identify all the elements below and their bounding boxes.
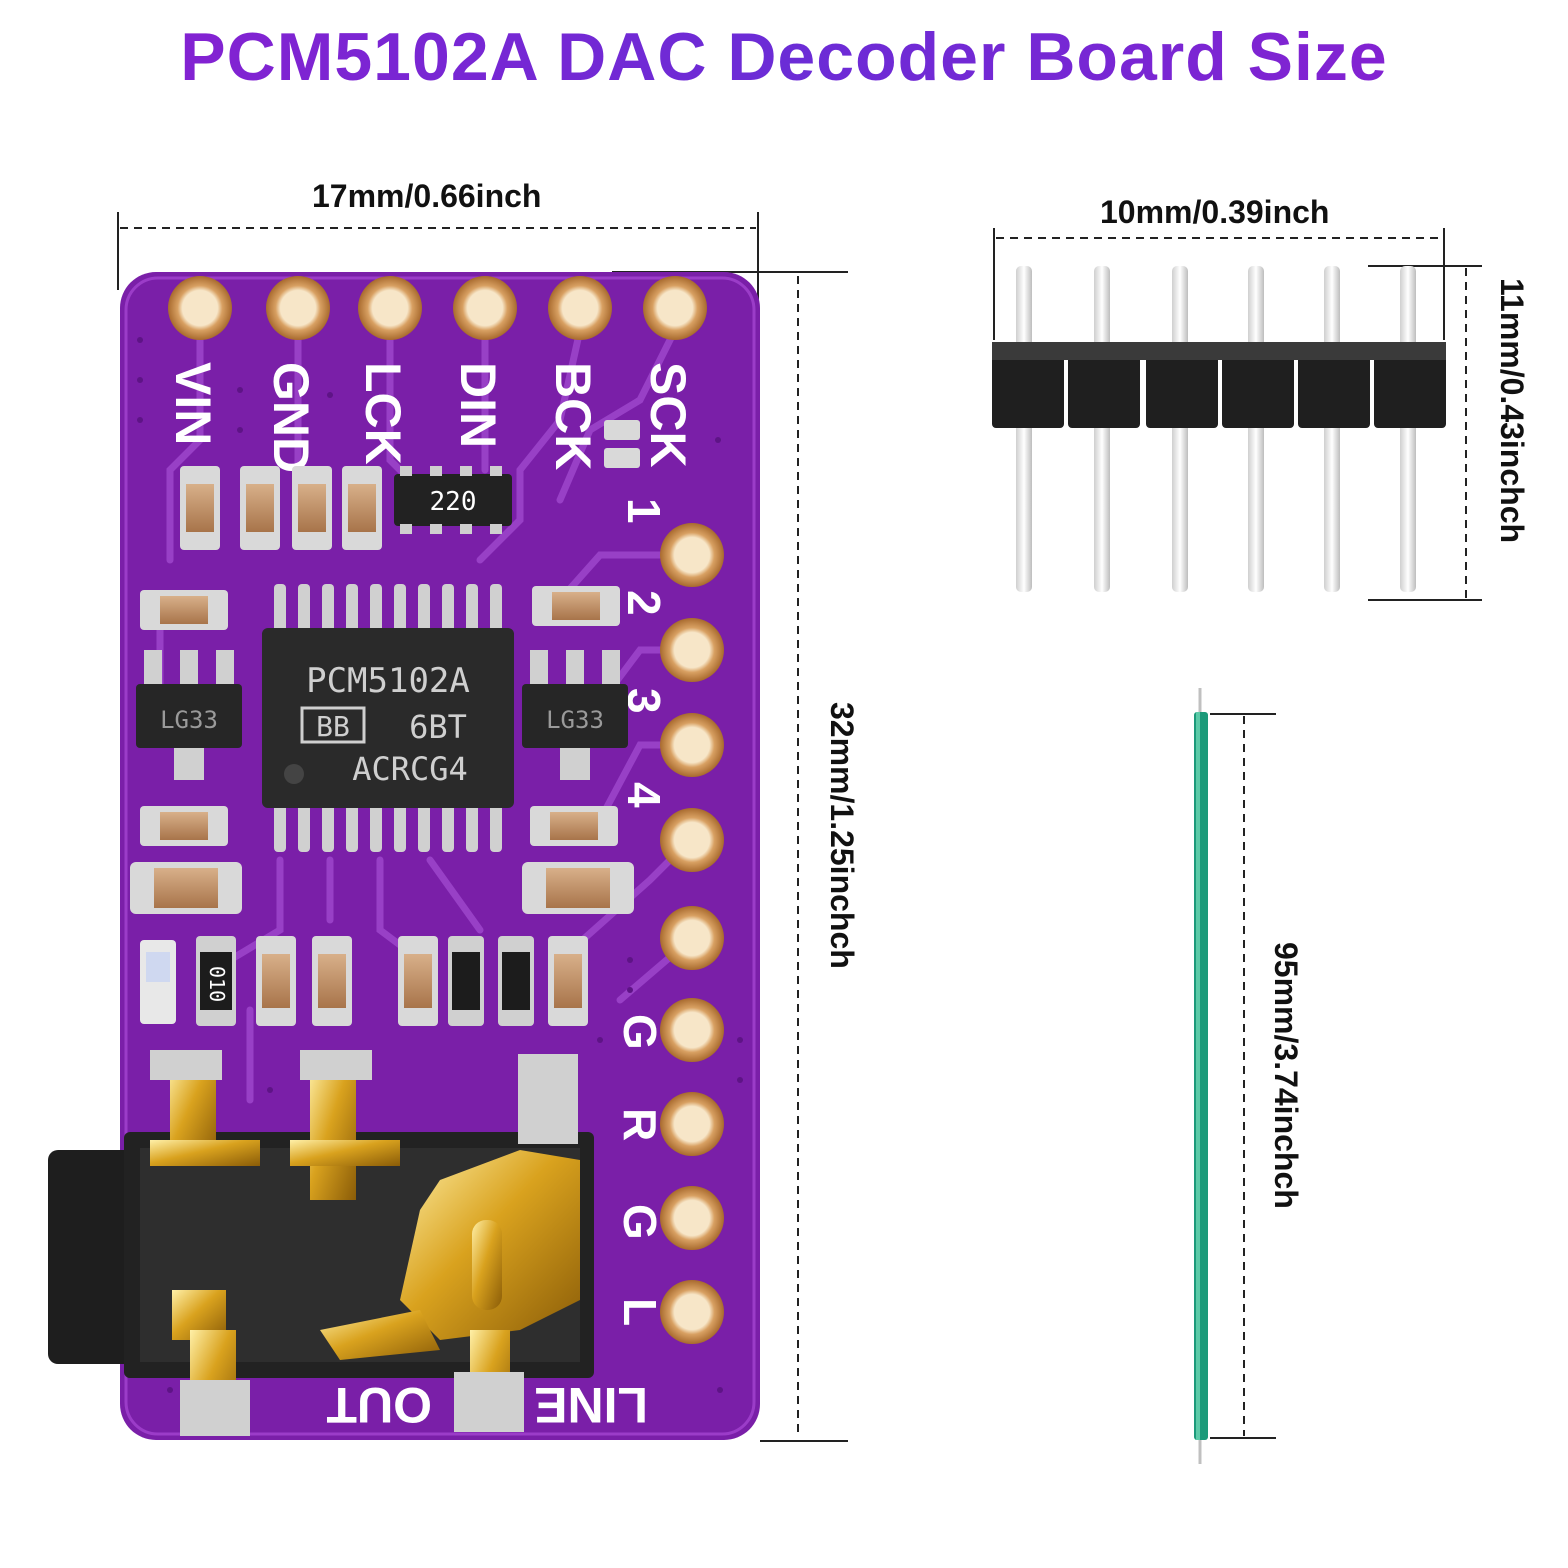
label-lck: LCK bbox=[355, 362, 411, 465]
svg-text:010: 010 bbox=[205, 966, 229, 1002]
header-pins bbox=[1016, 266, 1416, 592]
chip-pins-top bbox=[274, 584, 502, 632]
side-label-g2: G bbox=[614, 1204, 666, 1240]
chip-lot-code: 6BT bbox=[409, 708, 467, 746]
out-label: OUT bbox=[326, 1377, 432, 1433]
regulator-right: LG33 bbox=[522, 650, 628, 780]
side-label-g1: G bbox=[614, 1014, 666, 1050]
jumper-wire bbox=[1194, 688, 1208, 1464]
jack-labels: OUT LINE bbox=[326, 1377, 648, 1433]
resistor-array-code: 220 bbox=[430, 487, 477, 517]
chip-date-code: ACRCG4 bbox=[352, 750, 468, 788]
wire-dimension-lines bbox=[1210, 713, 1276, 1439]
side-capacitors bbox=[130, 586, 634, 914]
side-label-r: R bbox=[614, 1108, 666, 1141]
label-din: DIN bbox=[450, 362, 506, 448]
pad-lck bbox=[358, 276, 422, 340]
side-label-1: 1 bbox=[618, 498, 670, 524]
pad-sck bbox=[643, 276, 707, 340]
side-label-l: L bbox=[614, 1298, 666, 1326]
regulator-left: LG33 bbox=[136, 650, 242, 780]
header-dimension-lines bbox=[993, 228, 1482, 601]
pad-vin bbox=[168, 276, 232, 340]
line-label: LINE bbox=[534, 1377, 648, 1433]
label-gnd: GND bbox=[263, 362, 319, 473]
top-pin-pads bbox=[168, 276, 707, 340]
label-bck: BCK bbox=[545, 362, 601, 470]
pcm5102a-board: VIN GND LCK DIN BCK SCK 1 2 3 4 G R G bbox=[48, 272, 760, 1440]
side-pin-pads bbox=[660, 523, 724, 1344]
top-pin-labels: VIN GND LCK DIN BCK SCK bbox=[165, 362, 696, 473]
chip-logo: BB bbox=[316, 710, 350, 743]
chip-pins-bottom bbox=[274, 804, 502, 852]
side-label-2: 2 bbox=[618, 590, 670, 616]
header-plastic bbox=[992, 342, 1446, 428]
pcm5102a-chip: PCM5102A BB 6BT ACRCG4 bbox=[262, 584, 514, 852]
pad-din bbox=[453, 276, 517, 340]
resistor-array: 220 bbox=[394, 466, 512, 534]
top-capacitors bbox=[180, 420, 640, 550]
audio-jack bbox=[48, 1050, 594, 1436]
side-label-4: 4 bbox=[618, 782, 670, 808]
resistor-010: 010 bbox=[196, 936, 236, 1026]
chip-part-number: PCM5102A bbox=[306, 661, 470, 701]
chip-logo-box bbox=[300, 706, 366, 744]
board-dimension-lines bbox=[117, 212, 848, 1442]
header-width-label: 10mm/0.39inch bbox=[1100, 194, 1330, 230]
label-sck: SCK bbox=[640, 362, 696, 468]
pad-gnd bbox=[266, 276, 330, 340]
pad-bck bbox=[548, 276, 612, 340]
regulator-left-code: LG33 bbox=[160, 706, 218, 734]
pin-header bbox=[992, 266, 1446, 592]
side-pin-labels: 1 2 3 4 G R G L bbox=[614, 498, 670, 1326]
page-title: PCM5102A DAC Decoder Board Size bbox=[0, 18, 1568, 96]
pcb-vias bbox=[137, 337, 743, 1393]
regulator-right-code: LG33 bbox=[546, 706, 604, 734]
bottom-components: 010 bbox=[140, 936, 588, 1026]
board-width-label: 17mm/0.66inch bbox=[312, 178, 542, 214]
label-vin: VIN bbox=[165, 362, 221, 445]
